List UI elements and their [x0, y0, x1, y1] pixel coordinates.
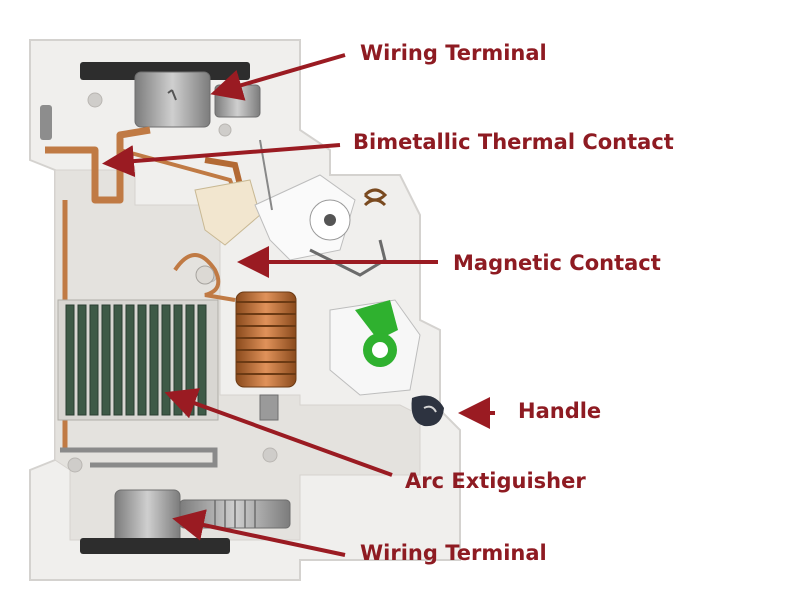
arrow-wiring-terminal-bottom	[172, 509, 346, 557]
label-wiring-terminal-top: Wiring Terminal	[360, 41, 547, 65]
label-arc-extinguisher: Arc Extiguisher	[405, 469, 586, 493]
handle-mechanism	[329, 299, 444, 427]
arrow-wiring-terminal-top	[210, 53, 346, 101]
label-handle: Handle	[518, 399, 602, 423]
trip-mechanism	[194, 139, 388, 277]
magnetic-coil	[173, 253, 297, 421]
label-magnetic-contact: Magnetic Contact	[453, 251, 661, 275]
callout-arrows	[102, 53, 495, 557]
arrow-arc	[164, 388, 393, 477]
label-bimetallic-thermal-contact: Bimetallic Thermal Contact	[353, 130, 674, 154]
label-wiring-terminal-bottom: Wiring Terminal	[360, 541, 547, 565]
arrow-bimetallic	[102, 143, 341, 178]
bottom-wiring-terminal	[80, 489, 291, 554]
